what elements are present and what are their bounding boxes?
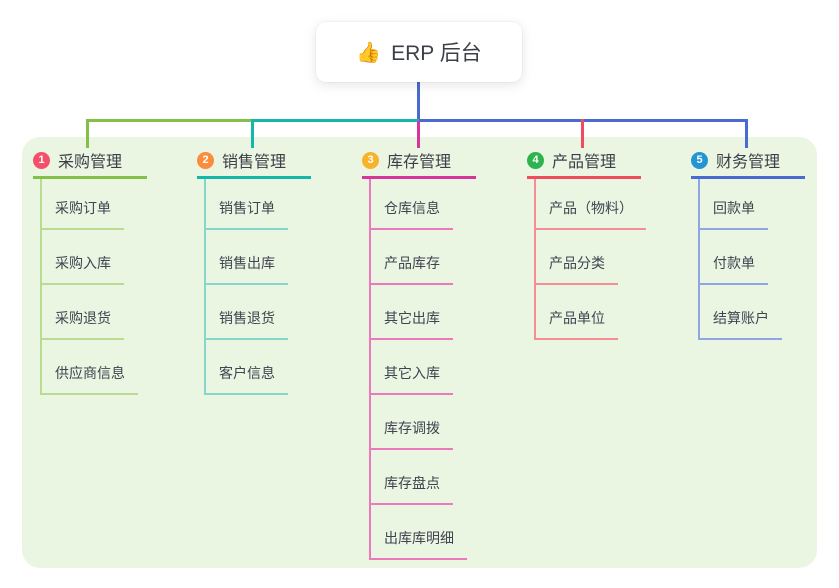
connector-drop-product bbox=[581, 119, 584, 148]
node-purchase-inbound[interactable]: 采购入库 bbox=[40, 230, 124, 285]
branch-number-badge: 1 bbox=[33, 151, 50, 169]
connector-drop-finance bbox=[745, 119, 748, 148]
root-node-erp[interactable]: 👍 ERP 后台 bbox=[316, 22, 522, 82]
branch-inventory: 3 库存管理 仓库信息 产品库存 其它出库 其它入库 库存调拨 库存盘点 出库库… bbox=[362, 148, 476, 560]
branch-title-finance[interactable]: 5 财务管理 bbox=[691, 148, 805, 179]
branch-label: 产品管理 bbox=[552, 154, 617, 171]
node-payment-bill[interactable]: 付款单 bbox=[698, 230, 768, 285]
branch-children: 销售订单 销售出库 销售退货 客户信息 bbox=[204, 179, 311, 395]
branch-sales: 2 销售管理 销售订单 销售出库 销售退货 客户信息 bbox=[197, 148, 311, 395]
node-settlement-account[interactable]: 结算账户 bbox=[698, 285, 782, 340]
branch-title-product[interactable]: 4 产品管理 bbox=[527, 148, 641, 179]
node-sales-outbound[interactable]: 销售出库 bbox=[204, 230, 288, 285]
node-product-material[interactable]: 产品（物料） bbox=[534, 179, 646, 230]
node-purchase-return[interactable]: 采购退货 bbox=[40, 285, 124, 340]
branch-label: 财务管理 bbox=[716, 154, 781, 171]
node-sales-return[interactable]: 销售退货 bbox=[204, 285, 288, 340]
connector-drop-inventory bbox=[417, 121, 420, 148]
thumbs-up-icon: 👍 bbox=[356, 41, 382, 64]
node-product-unit[interactable]: 产品单位 bbox=[534, 285, 618, 340]
node-product-category[interactable]: 产品分类 bbox=[534, 230, 618, 285]
branch-connector-line bbox=[40, 179, 42, 395]
branch-children: 回款单 付款单 结算账户 bbox=[698, 179, 805, 340]
branch-children: 仓库信息 产品库存 其它出库 其它入库 库存调拨 库存盘点 出库库明细 bbox=[369, 179, 476, 560]
connector-horizontal-sales bbox=[254, 119, 419, 122]
node-stock-detail[interactable]: 出库库明细 bbox=[369, 505, 467, 560]
branch-label: 库存管理 bbox=[387, 154, 452, 171]
branch-finance: 5 财务管理 回款单 付款单 结算账户 bbox=[691, 148, 805, 340]
node-sales-order[interactable]: 销售订单 bbox=[204, 179, 288, 230]
branches-background-panel bbox=[22, 137, 817, 568]
connector-horizontal-procurement bbox=[86, 119, 254, 122]
node-receipt-bill[interactable]: 回款单 bbox=[698, 179, 768, 230]
branch-procurement: 1 采购管理 采购订单 采购入库 采购退货 供应商信息 bbox=[33, 148, 147, 395]
node-stock-transfer[interactable]: 库存调拨 bbox=[369, 395, 453, 450]
branch-label: 销售管理 bbox=[222, 154, 287, 171]
node-stock-taking[interactable]: 库存盘点 bbox=[369, 450, 453, 505]
connector-root-trunk bbox=[417, 82, 420, 122]
branch-connector-line bbox=[534, 179, 536, 340]
branch-number-badge: 3 bbox=[362, 151, 379, 169]
branch-connector-line bbox=[204, 179, 206, 395]
branch-number-badge: 4 bbox=[527, 151, 544, 169]
branch-product: 4 产品管理 产品（物料） 产品分类 产品单位 bbox=[527, 148, 646, 340]
connector-drop-procurement bbox=[86, 119, 89, 148]
branch-number-badge: 2 bbox=[197, 151, 214, 169]
branch-number-badge: 5 bbox=[691, 151, 708, 169]
branch-title-inventory[interactable]: 3 库存管理 bbox=[362, 148, 476, 179]
branch-connector-line bbox=[369, 179, 371, 560]
node-other-outbound[interactable]: 其它出库 bbox=[369, 285, 453, 340]
branch-children: 产品（物料） 产品分类 产品单位 bbox=[534, 179, 646, 340]
branch-children: 采购订单 采购入库 采购退货 供应商信息 bbox=[40, 179, 147, 395]
node-warehouse-info[interactable]: 仓库信息 bbox=[369, 179, 453, 230]
root-node-label: ERP 后台 bbox=[391, 42, 482, 65]
node-customer-info[interactable]: 客户信息 bbox=[204, 340, 288, 395]
branch-title-procurement[interactable]: 1 采购管理 bbox=[33, 148, 147, 179]
node-product-stock[interactable]: 产品库存 bbox=[369, 230, 453, 285]
node-supplier-info[interactable]: 供应商信息 bbox=[40, 340, 138, 395]
node-purchase-order[interactable]: 采购订单 bbox=[40, 179, 124, 230]
connector-drop-sales bbox=[251, 119, 254, 148]
branch-connector-line bbox=[698, 179, 700, 340]
branch-label: 采购管理 bbox=[58, 154, 123, 171]
branch-title-sales[interactable]: 2 销售管理 bbox=[197, 148, 311, 179]
node-other-inbound[interactable]: 其它入库 bbox=[369, 340, 453, 395]
